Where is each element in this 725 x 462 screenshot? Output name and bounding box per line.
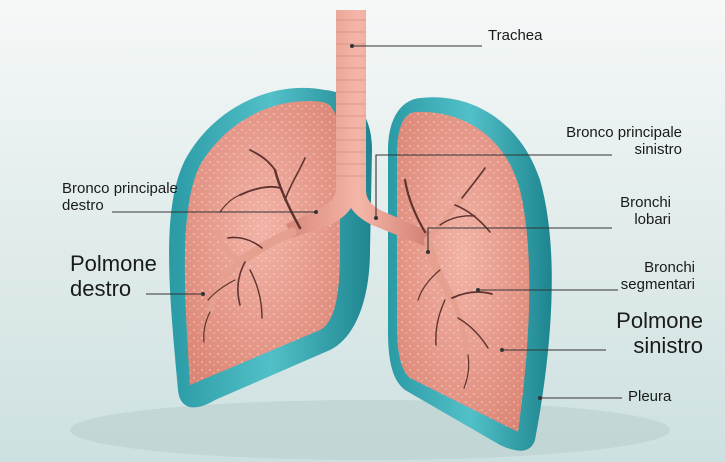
floor-shadow — [70, 400, 670, 460]
label-bronco-principale-destro: Bronco principale destro — [62, 180, 178, 215]
label-trachea: Trachea — [488, 27, 542, 44]
label-polmone-sinistro: Polmone sinistro — [616, 308, 703, 359]
label-bronchi-segmentari: Bronchi segmentari — [621, 259, 695, 294]
label-bronchi-lobari: Bronchi lobari — [620, 194, 671, 229]
label-pleura: Pleura — [628, 388, 671, 405]
label-polmone-destro: Polmone destro — [70, 251, 157, 302]
label-bronco-principale-sinistro: Bronco principale sinistro — [566, 124, 682, 159]
